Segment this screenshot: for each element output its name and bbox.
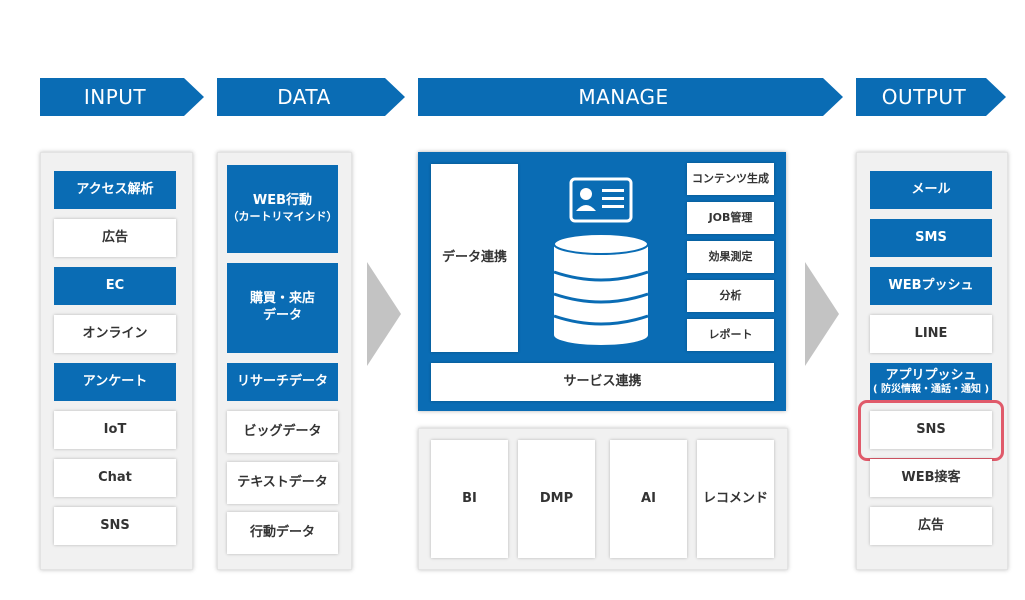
data-item-research: リサーチデータ bbox=[227, 363, 338, 401]
flow-arrow-manage-output bbox=[805, 262, 839, 366]
manage-item-report: レポート bbox=[687, 319, 774, 351]
output-item-sns: SNS bbox=[870, 411, 992, 449]
id-card-icon bbox=[569, 177, 633, 223]
header-manage: MANAGE bbox=[418, 78, 843, 116]
output-item-sms: SMS bbox=[870, 219, 992, 257]
output-item-line: LINE bbox=[870, 315, 992, 353]
data-item-purchase: 購買・来店 データ bbox=[227, 263, 338, 353]
purchase-line1: 購買・来店 bbox=[249, 291, 315, 307]
manage-item-job: JOB管理 bbox=[687, 202, 774, 234]
output-item-apppush: アプリプッシュ ( 防災情報・通話・通知 ) bbox=[870, 363, 992, 401]
manage-item-effect: 効果測定 bbox=[687, 241, 774, 273]
header-input: INPUT bbox=[40, 78, 204, 116]
manage-item-recommend: レコメンド bbox=[697, 440, 774, 558]
data-item-web-action: WEB行動 （カートリマインド） bbox=[227, 165, 338, 253]
manage-item-analysis: 分析 bbox=[687, 280, 774, 312]
output-item-mail: メール bbox=[870, 171, 992, 209]
input-item-ec: EC bbox=[54, 267, 176, 305]
apppush-label: アプリプッシュ bbox=[885, 367, 977, 383]
output-item-webcs: WEB接客 bbox=[870, 459, 992, 497]
manage-item-ai: AI bbox=[610, 440, 687, 558]
data-item-big: ビッグデータ bbox=[227, 411, 338, 453]
database-icon bbox=[553, 233, 649, 345]
manage-item-content-gen: コンテンツ生成 bbox=[687, 163, 774, 195]
manage-item-bi: BI bbox=[431, 440, 508, 558]
sns-highlight bbox=[858, 400, 1004, 461]
web-action-sub: （カートリマインド） bbox=[227, 210, 338, 224]
input-item-survey: アンケート bbox=[54, 363, 176, 401]
header-output: OUTPUT bbox=[856, 78, 1006, 116]
web-action-label: WEB行動 bbox=[252, 193, 313, 209]
output-item-webpush: WEBプッシュ bbox=[870, 267, 992, 305]
input-item-online: オンライン bbox=[54, 315, 176, 353]
purchase-line2: データ bbox=[262, 308, 302, 323]
input-item-access-analysis: アクセス解析 bbox=[54, 171, 176, 209]
output-item-ad: 広告 bbox=[870, 507, 992, 545]
manage-item-dmp: DMP bbox=[518, 440, 595, 558]
flow-arrow-data-manage bbox=[367, 262, 401, 366]
manage-data-link: データ連携 bbox=[431, 164, 518, 352]
header-data: DATA bbox=[217, 78, 405, 116]
data-item-action: 行動データ bbox=[227, 512, 338, 554]
manage-service-link: サービス連携 bbox=[431, 363, 774, 401]
input-item-iot: IoT bbox=[54, 411, 176, 449]
input-item-chat: Chat bbox=[54, 459, 176, 497]
input-item-ad: 広告 bbox=[54, 219, 176, 257]
input-item-sns: SNS bbox=[54, 507, 176, 545]
apppush-sub: ( 防災情報・通話・通知 ) bbox=[872, 383, 990, 395]
data-item-text: テキストデータ bbox=[227, 462, 338, 504]
